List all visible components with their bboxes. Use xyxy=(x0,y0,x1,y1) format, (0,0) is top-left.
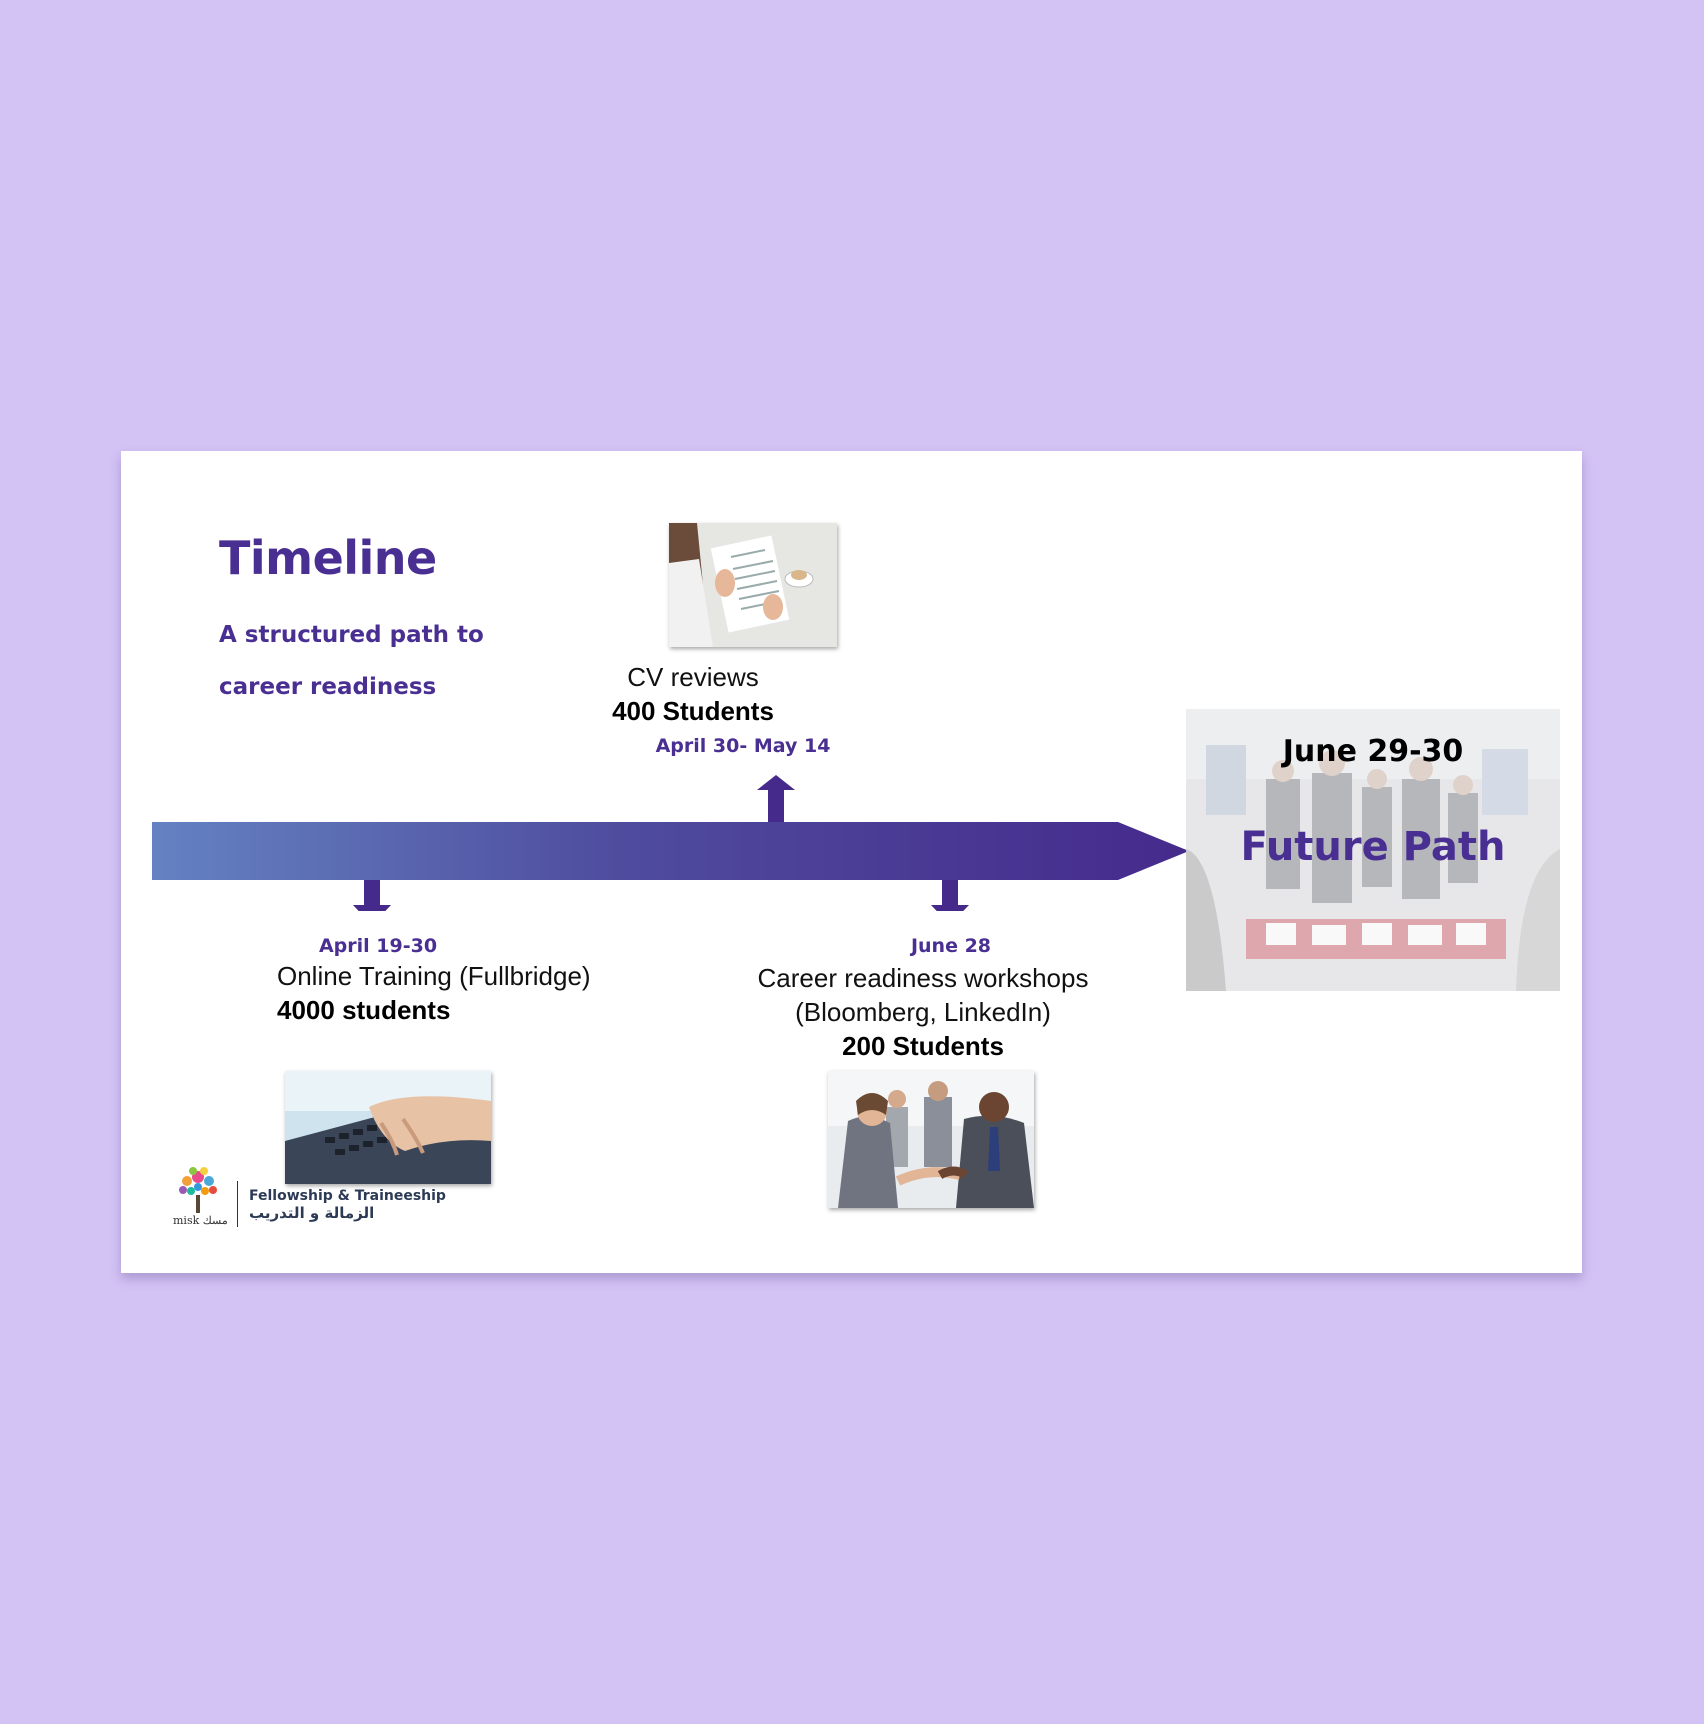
typing-laptop-photo xyxy=(285,1071,491,1184)
online-training-description: Online Training (Fullbridge) xyxy=(277,961,591,991)
logo-name-en: misk xyxy=(173,1214,200,1227)
subtitle-line-1: A structured path to xyxy=(219,622,484,648)
logo-program-ar: الزمالة و التدريب xyxy=(249,1204,375,1222)
workshops-count: 200 Students xyxy=(842,1031,1004,1061)
cv-review-count: 400 Students xyxy=(612,696,774,726)
future-path-photo xyxy=(1186,709,1560,991)
logo-program-en: Fellowship & Traineeship xyxy=(249,1188,446,1204)
online-training-date: April 19-30 xyxy=(318,935,438,957)
timeline-arrow xyxy=(152,775,1189,911)
down-arrow-icon xyxy=(931,880,969,911)
subtitle-line-2: career readiness xyxy=(219,674,437,700)
handshake-photo xyxy=(828,1071,1034,1208)
misk-tree-logo xyxy=(179,1167,217,1213)
down-arrow-icon xyxy=(353,880,391,911)
cv-review-description: CV reviews xyxy=(627,662,759,692)
workshops-description-line-2: (Bloomberg, LinkedIn) xyxy=(795,997,1051,1027)
up-arrow-icon xyxy=(757,775,795,822)
logo-name-ar: مسك xyxy=(202,1214,228,1227)
future-path-label: Future Path xyxy=(1240,824,1506,870)
timeline-bar xyxy=(152,822,1189,880)
slide-subtitle: A structured path to career readiness xyxy=(219,609,519,713)
slide-title: Timeline xyxy=(219,531,437,585)
logo-name: misk مسك xyxy=(173,1214,228,1227)
timeline-slide: Timeline A structured path to career rea… xyxy=(121,451,1582,1273)
logo-divider xyxy=(237,1181,238,1227)
workshops-date: June 28 xyxy=(910,935,992,957)
future-path-date: June 29-30 xyxy=(1282,734,1464,769)
cv-review-photo xyxy=(669,523,837,647)
online-training-count: 4000 students xyxy=(277,995,451,1025)
workshops-description-line-1: Career readiness workshops xyxy=(757,963,1089,993)
cv-review-date: April 30- May 14 xyxy=(655,735,831,757)
